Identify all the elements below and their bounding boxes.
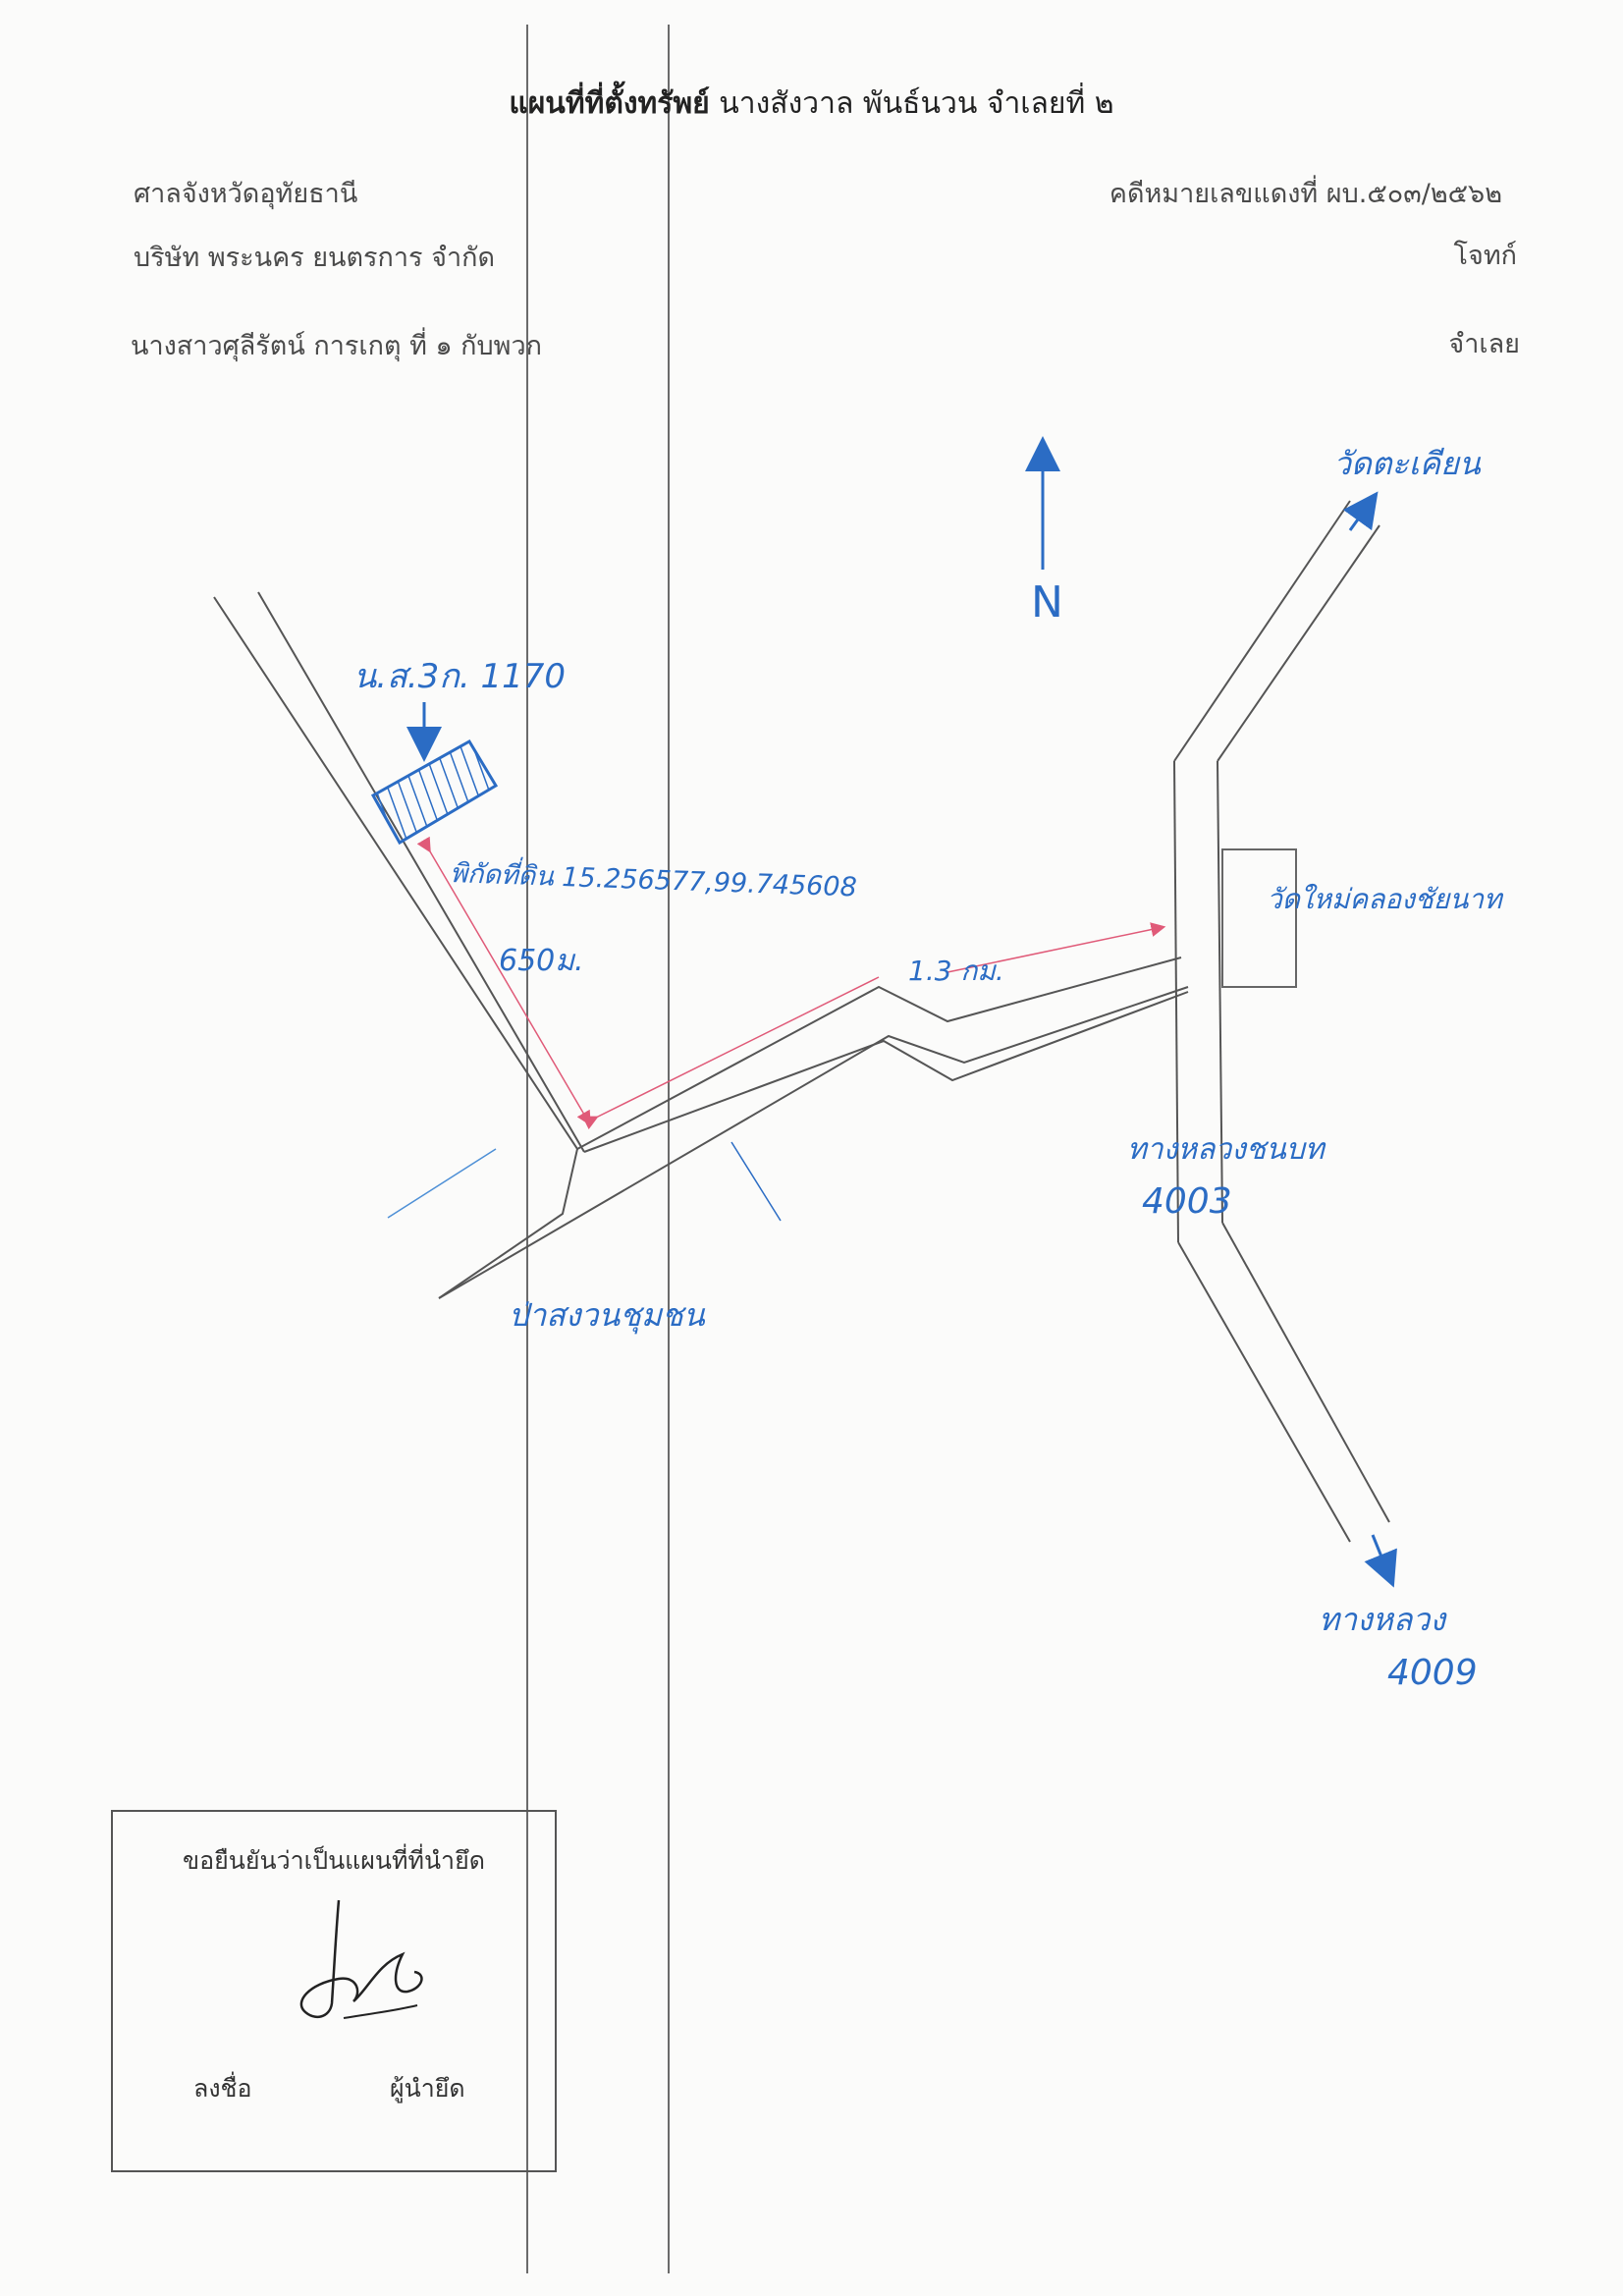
coordinate-label: พิกัดที่ดิน 15.256577,99.745608 — [450, 854, 858, 902]
distance-short-label: 650ม. — [499, 944, 584, 978]
distance-arrow-650m — [416, 836, 591, 1126]
south-highway-number: 4009 — [1387, 1653, 1478, 1693]
distance-long-label: 1.3 กม. — [908, 955, 1004, 987]
parcel-label: น.ส.3ก. 1170 — [353, 657, 566, 696]
highway-4003-road — [1173, 760, 1223, 1243]
defendant-role: จำเลย — [1448, 329, 1520, 359]
certification-caption: ขอยืนยันว่าเป็นแผนที่ที่นำยึด — [183, 1846, 485, 1875]
road-northeast — [1173, 500, 1380, 762]
plaintiff-role: โจทก์ — [1453, 241, 1517, 271]
community-label: ป่าสงวนชุมชน — [509, 1296, 706, 1335]
court-name: ศาลจังหวัดอุทัยธานี — [134, 179, 358, 209]
highway-number: 4003 — [1142, 1181, 1232, 1222]
defendant-name: นางสาวศุลีรัตน์ การเกตุ ที่ ๑ กับพวก — [131, 331, 542, 361]
plaintiff-name: บริษัท พระนคร ยนตรการ จำกัด — [134, 243, 495, 273]
scan-line-right — [668, 25, 670, 2273]
certification-box: ขอยืนยันว่าเป็นแผนที่ที่นำยึด ลงชื่อ ผู้… — [111, 1810, 557, 2172]
seizer-role-label: ผู้นำยึด — [390, 2074, 465, 2103]
community-mark-right — [730, 1141, 782, 1222]
temple-plot — [1221, 848, 1297, 988]
road-southeast — [1177, 1222, 1390, 1543]
sign-label: ลงชื่อ — [193, 2074, 252, 2103]
temple-label: วัดใหม่คลองชัยนาท — [1267, 883, 1504, 915]
page-title: แผนที่ที่ตั้งทรัพย์ นางสังวาล พันธ์นวน จ… — [0, 81, 1623, 127]
south-destination-arrow-icon — [1364, 1534, 1397, 1588]
title-bold: แผนที่ที่ตั้งทรัพย์ — [509, 86, 710, 121]
distance-arrow-1_3km — [581, 922, 1166, 1130]
northeast-destination-arrow-icon — [1342, 491, 1379, 531]
north-label: N — [1031, 577, 1063, 628]
south-highway-label: ทางหลวง — [1319, 1601, 1447, 1638]
road-main — [438, 957, 1189, 1299]
parcel-hatched — [370, 738, 499, 846]
title-rest: นางสังวาล พันธ์นวน จำเลยที่ ๒ — [719, 86, 1114, 121]
north-destination-label: วัดตะเคียน — [1333, 445, 1482, 482]
signature-icon — [299, 1899, 423, 2019]
scan-line-left — [526, 25, 528, 2273]
case-number: คดีหมายเลขแดงที่ ผบ.๕๐๓/๒๕๖๒ — [1109, 179, 1502, 209]
community-mark-left — [387, 1148, 497, 1219]
highway-label: ทางหลวงชนบท — [1127, 1132, 1326, 1167]
